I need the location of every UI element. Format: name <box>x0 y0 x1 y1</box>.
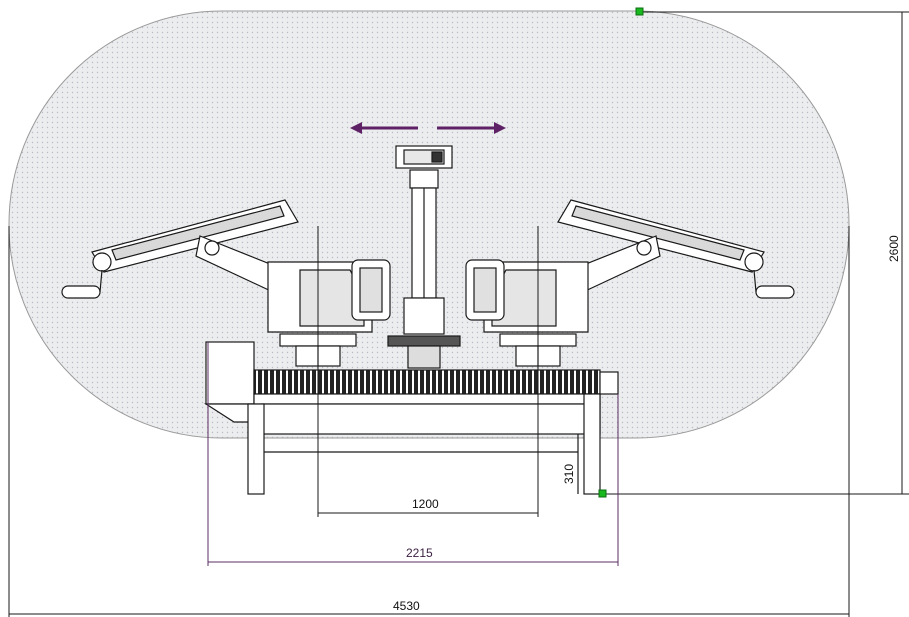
conveyor-frame <box>203 341 619 495</box>
grip-handle-icon[interactable] <box>635 7 644 16</box>
dim-2215-label: 2215 <box>406 546 433 560</box>
central-mast <box>387 145 461 369</box>
dim-2600-label: 2600 <box>887 235 901 262</box>
dim-310-label: 310 <box>562 464 576 484</box>
arrow-left-icon <box>350 122 418 134</box>
left-arm-assembly <box>61 199 391 367</box>
dim-4530-label: 4530 <box>393 599 420 613</box>
arrow-right-icon <box>437 122 506 134</box>
right-arm-assembly <box>465 199 795 367</box>
grip-handle-icon[interactable] <box>598 489 607 498</box>
dim-1200-label: 1200 <box>412 497 439 511</box>
